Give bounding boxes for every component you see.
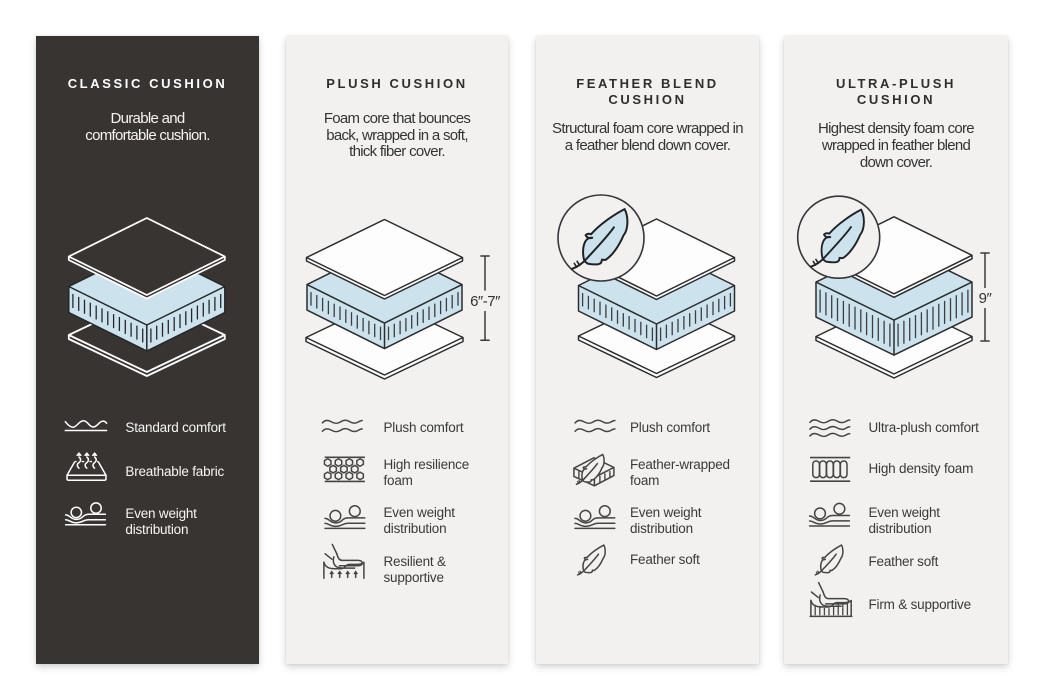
svg-text:9″: 9″	[979, 290, 993, 307]
svg-text:6″-7″: 6″-7″	[470, 293, 501, 310]
